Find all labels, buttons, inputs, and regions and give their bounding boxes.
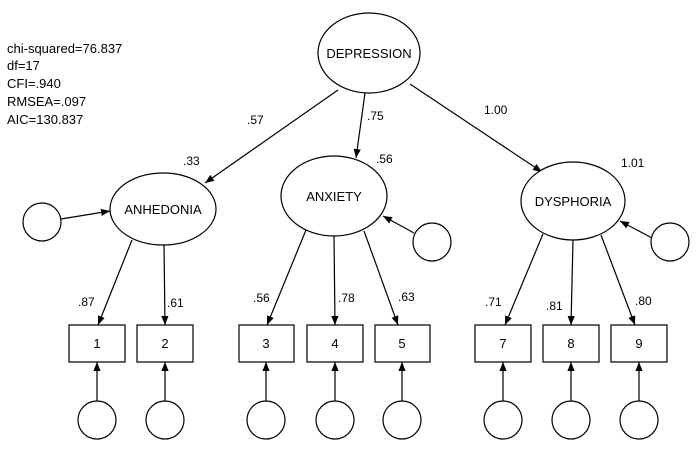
fit-statistics: chi-squared=76.837 df=17 CFI=.940 RMSEA=… [7, 41, 122, 127]
path-anhedonia-2 [161, 244, 169, 326]
path-depression-anxiety [353, 92, 366, 159]
fit-chi-squared: chi-squared=76.837 [7, 41, 122, 56]
coef-depression-anxiety: .75 [367, 109, 384, 123]
indicator-3: 3 [238, 324, 295, 363]
indicator-3-label: 3 [262, 336, 269, 351]
indicator-9-label: 9 [635, 336, 642, 351]
latent-dysphoria-label: DYSPHORIA [535, 194, 612, 209]
coef-dysphoria-7: .71 [485, 295, 502, 309]
coef-anxiety-5: .63 [398, 290, 415, 304]
fit-aic: AIC=130.837 [7, 112, 83, 127]
indicator-5-label: 5 [398, 336, 405, 351]
path-disturbance-dysphoria [619, 220, 653, 239]
path-disturbance-anxiety [382, 215, 415, 234]
coef-anxiety-4: .78 [338, 291, 355, 305]
coef-anhedonia-2: .61 [167, 296, 184, 310]
disturbance-anhedonia [22, 202, 62, 242]
indicator-8: 8 [542, 324, 600, 363]
disturbance-dysphoria [650, 222, 690, 262]
error-9 [619, 400, 659, 440]
r2-anxiety: .56 [376, 152, 393, 166]
path-dysphoria-8 [567, 239, 575, 326]
r2-dysphoria: 1.01 [621, 156, 645, 170]
error-7 [483, 400, 523, 440]
indicator-5: 5 [374, 324, 431, 363]
coef-dysphoria-9: .80 [635, 294, 652, 308]
coef-anxiety-3: .56 [253, 291, 270, 305]
path-anxiety-4 [331, 235, 339, 326]
path-dysphoria-9 [600, 234, 636, 326]
path-anxiety-3 [266, 229, 307, 326]
indicator-4: 4 [306, 324, 364, 363]
error-3 [246, 400, 286, 440]
latent-anhedonia-label: ANHEDONIA [124, 202, 202, 217]
error-5 [382, 400, 422, 440]
r2-anhedonia: .33 [183, 154, 200, 168]
latent-dysphoria: DYSPHORIA [520, 161, 626, 241]
fit-rmsea: RMSEA=.097 [7, 94, 86, 109]
disturbance-anxiety [412, 222, 452, 262]
latent-depression-label: DEPRESSION [326, 46, 411, 61]
error-2 [145, 400, 185, 440]
coef-depression-dysphoria: 1.00 [484, 103, 508, 117]
error-4 [315, 400, 355, 440]
error-1 [77, 400, 117, 440]
latent-anxiety-label: ANXIETY [306, 189, 362, 204]
fit-cfi: CFI=.940 [7, 76, 61, 91]
path-disturbance-anhedonia [60, 208, 111, 220]
coef-dysphoria-8: .81 [546, 299, 563, 313]
fit-df: df=17 [7, 58, 40, 73]
indicator-9: 9 [610, 324, 668, 363]
indicator-7-label: 7 [499, 336, 506, 351]
latent-anxiety: ANXIETY [280, 155, 388, 237]
path-anxiety-5 [363, 230, 399, 326]
path-depression-dysphoria [409, 83, 543, 173]
error-8 [551, 400, 591, 440]
indicator-2-label: 2 [161, 336, 168, 351]
indicator-4-label: 4 [331, 336, 338, 351]
indicator-1: 1 [68, 324, 126, 363]
indicator-1-label: 1 [93, 336, 100, 351]
indicator-2: 2 [136, 324, 194, 363]
indicator-7: 7 [474, 324, 532, 363]
indicator-8-label: 8 [567, 336, 574, 351]
latent-anhedonia: ANHEDONIA [109, 172, 217, 246]
path-depression-anhedonia [204, 89, 339, 184]
latent-depression: DEPRESSION [317, 12, 421, 94]
path-dysphoria-7 [504, 233, 544, 326]
coef-depression-anhedonia: .57 [247, 113, 264, 127]
path-anhedonia-1 [97, 239, 133, 326]
coef-anhedonia-1: .87 [78, 295, 95, 309]
